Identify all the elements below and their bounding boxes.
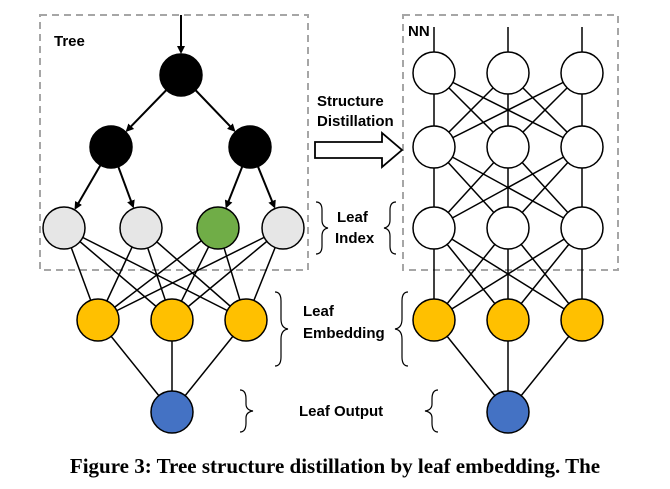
distillation-arrow [314, 131, 404, 169]
nn-node [412, 206, 456, 250]
brace-leaf-index-right [383, 201, 397, 255]
structure-label: Structure [317, 93, 384, 110]
leaf-embed-edge-2-0 [97, 227, 219, 321]
leaf-index-label-line1: Leaf [337, 209, 369, 226]
nn-node [486, 51, 530, 95]
leaf-output-label: Leaf Output [299, 403, 383, 420]
leaf-embed-edge-3-1 [171, 227, 284, 321]
nn-embedding-node [412, 298, 456, 342]
nn-embedding-node [486, 298, 530, 342]
brace-leaf-index-left [315, 201, 329, 255]
nn-label: NN [408, 23, 430, 40]
embedding-node [76, 298, 120, 342]
nn-edge-1-2-0 [433, 146, 583, 229]
nn-node [412, 125, 456, 169]
distillation-label: Distillation [317, 113, 394, 130]
nn-embedding-node [560, 298, 604, 342]
embedding-node [150, 298, 194, 342]
leaf-index-label-line2: Index [335, 230, 375, 247]
output-node [150, 390, 194, 434]
leaf-embedding-label-line1: Leaf [303, 303, 335, 320]
figure-caption: Figure 3: Tree structure distillation by… [69, 454, 601, 478]
tree-label: Tree [54, 33, 85, 50]
leaf-embed-edge-1-2 [140, 227, 247, 321]
leaf-node [42, 206, 86, 250]
leaf-node [119, 206, 163, 250]
tree-root-node [159, 53, 203, 97]
nn-box [402, 14, 619, 271]
leaf-embed-edge-0-1 [63, 227, 173, 321]
leaf-embed-edge-0-2 [63, 227, 247, 321]
nn-embed-edge-2-0 [433, 227, 583, 321]
brace-output-right [424, 389, 439, 433]
nn-edge-0-2-0 [433, 72, 583, 148]
leaf-embed-edge-3-0 [97, 227, 284, 321]
leaf-node [261, 206, 305, 250]
nn-node [560, 51, 604, 95]
brace-embedding-left [274, 291, 289, 367]
active-leaf-node [196, 206, 240, 250]
nn-node [560, 125, 604, 169]
embedding-node [224, 298, 268, 342]
nn-output-node [486, 390, 530, 434]
brace-output-left [239, 389, 254, 433]
tree-box [39, 14, 309, 271]
leaf-embedding-label-line2: Embedding [303, 325, 385, 342]
tree-internal-node [228, 125, 272, 169]
nn-node [486, 125, 530, 169]
brace-embedding-right [394, 291, 409, 367]
nn-node [486, 206, 530, 250]
nn-node [560, 206, 604, 250]
tree-internal-node [89, 125, 133, 169]
nn-node [412, 51, 456, 95]
